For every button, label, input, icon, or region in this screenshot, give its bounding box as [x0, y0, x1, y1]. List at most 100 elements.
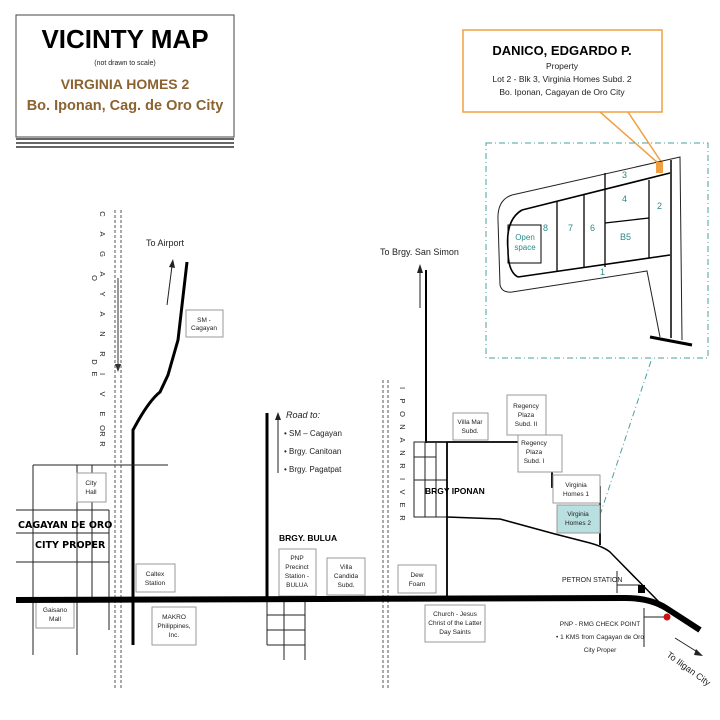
- regency1-label: Subd. I: [524, 458, 545, 465]
- pnp-bulua-label: Precinct: [285, 564, 309, 571]
- map-title: VICINTY MAP: [41, 24, 208, 54]
- brgy-bulua-label: BRGY. BULUA: [279, 533, 337, 543]
- river-letter: E: [98, 411, 107, 416]
- river-letter: G: [98, 251, 107, 257]
- sm-cagayan-label: SM -: [197, 317, 211, 324]
- checkpoint-label: • 1 KMS from Cagayan de Oro: [556, 634, 644, 641]
- arrow-down-right-icon: [694, 649, 703, 656]
- title-box: VICINTY MAP (not drawn to scale) VIRGINI…: [15, 14, 235, 148]
- road-to-item: • Brgy. Canitoan: [284, 447, 341, 456]
- makro-label: Philippines,: [157, 623, 190, 630]
- owner-line3: Bo. Iponan, Cagayan de Oro City: [499, 87, 625, 97]
- villa-candida-label: Candida: [334, 573, 359, 580]
- river-letter: D: [90, 359, 99, 365]
- city-proper-label: CAGAYAN DE ORO: [18, 520, 112, 531]
- virginia-homes-2-label: Virginia: [567, 511, 589, 518]
- dew-foam-label: Foam: [409, 581, 426, 588]
- project-name: VIRGINIA HOMES 2: [61, 76, 190, 92]
- petron-marker: [638, 585, 645, 593]
- owner-line1: Property: [546, 61, 579, 71]
- to-san-simon-label: To Brgy. San Simon: [380, 247, 459, 257]
- project-location: Bo. Iponan, Cag. de Oro City: [27, 98, 224, 114]
- road-to-label: Road to:: [286, 410, 321, 420]
- river-letter: E: [398, 502, 407, 507]
- church-label: Church - Jesus: [433, 611, 477, 618]
- river-letter: A: [398, 437, 407, 442]
- brgy-iponan-label: BRGY IPONAN: [425, 486, 485, 496]
- pnp-bulua-label: PNP: [290, 555, 303, 562]
- owner-name: DANICO, EDGARDO P.: [492, 43, 631, 58]
- checkpoint-marker: [663, 613, 671, 621]
- river-letter: R: [98, 441, 107, 447]
- river-letter: R: [98, 351, 107, 357]
- property-lot-marker: [656, 162, 663, 173]
- to-iligan-label: To Iligan City: [665, 650, 713, 689]
- lot-label: 6: [590, 223, 595, 233]
- river-letter: R: [98, 431, 107, 437]
- lot-label: 3: [622, 170, 627, 180]
- regency2-label: Subd. II: [515, 421, 538, 428]
- lot-label: 7: [568, 223, 573, 233]
- checkpoint-label: PNP - RMG CHECK POINT: [560, 621, 640, 628]
- city-proper-label: CITY PROPER: [35, 540, 106, 551]
- regency2-label: Regency: [513, 403, 539, 410]
- city-hall-label: City: [85, 480, 97, 487]
- river-letter: V: [98, 391, 107, 396]
- river-letter: O: [398, 411, 407, 417]
- owner-callout: DANICO, EDGARDO P. Property Lot 2 - Blk …: [462, 29, 663, 164]
- road-to-item: • SM – Cagayan: [284, 429, 342, 438]
- river-letter: P: [398, 398, 407, 403]
- subdivision-inset: 1 2 3 4 B5 6 7 8 Open space: [485, 142, 709, 359]
- river-letter: Y: [98, 291, 107, 296]
- virginia-homes-2-label: Homes 2: [565, 520, 591, 527]
- river-letter: O: [98, 425, 107, 431]
- river-letter: N: [98, 331, 107, 336]
- church-label: Day Saints: [439, 629, 471, 636]
- open-space-label: space: [514, 243, 536, 252]
- to-airport-label: To Airport: [146, 238, 185, 248]
- river-letter: C: [98, 211, 107, 217]
- church-label: Christ of the Latter: [428, 620, 482, 627]
- arrow-up-icon: [169, 259, 175, 268]
- makro-label: Inc.: [169, 632, 180, 639]
- regency2-label: Plaza: [518, 412, 535, 419]
- gaisano-label: Gaisano: [43, 607, 68, 614]
- main-highway: [15, 594, 702, 633]
- virginia-homes-2-area: [556, 504, 601, 534]
- bulua-grid: [266, 600, 306, 660]
- caltex-label: Caltex: [146, 571, 165, 578]
- villa-mar-label: Villa Mar: [457, 419, 483, 426]
- checkpoint-label: City Proper: [584, 647, 617, 654]
- lot-label: 1: [600, 267, 605, 277]
- river-letter: N: [398, 450, 407, 455]
- virginia-homes-1-label: Homes 1: [563, 491, 589, 498]
- virginia-homes-1-label: Virginia: [565, 482, 587, 489]
- airport-road: [131, 261, 189, 645]
- lot-label: 4: [622, 194, 627, 204]
- villa-candida-label: Subd.: [338, 582, 355, 589]
- villa-mar-label: Subd.: [462, 428, 479, 435]
- inset-leader-line: [599, 357, 653, 516]
- river-letter: R: [398, 463, 407, 469]
- river-letter: I: [398, 478, 407, 480]
- river-letter: I: [98, 373, 107, 375]
- gaisano-label: Mall: [49, 616, 61, 623]
- river-letter: R: [398, 515, 407, 521]
- river-letter: A: [98, 271, 107, 276]
- sm-cagayan-label: Cagayan: [191, 325, 217, 332]
- open-space-label: Open: [515, 233, 535, 242]
- pnp-bulua-label: BULUA: [286, 582, 308, 589]
- pnp-bulua-label: Station -: [285, 573, 309, 580]
- owner-line2: Lot 2 - Blk 3, Virginia Homes Subd. 2: [492, 74, 631, 84]
- regency1-label: Regency: [521, 440, 547, 447]
- city-hall-label: Hall: [85, 489, 97, 496]
- petron-label: PETRON STATION: [562, 577, 622, 584]
- river-letter: I: [398, 387, 407, 389]
- river-letter: O: [90, 275, 99, 281]
- map-subtitle: (not drawn to scale): [94, 60, 155, 67]
- lot-label: 8: [543, 223, 548, 233]
- river-letter: V: [398, 489, 407, 494]
